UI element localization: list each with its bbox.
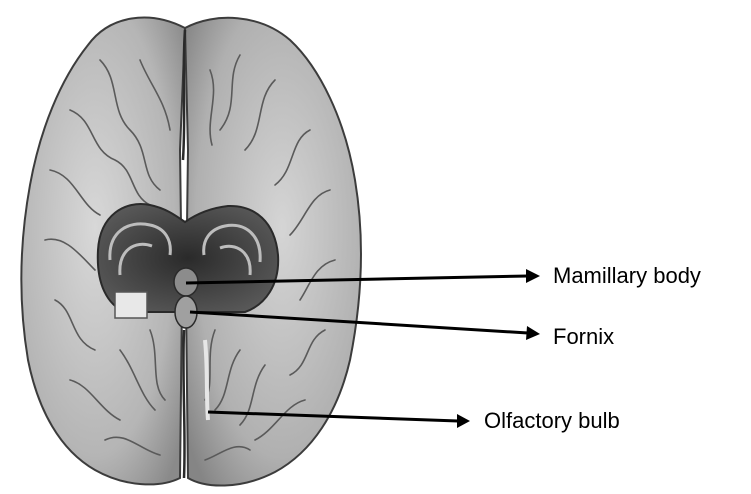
arrow-olfactory-head [457,414,470,428]
arrow-mamillary-head [526,269,540,283]
cut-section [115,292,147,318]
label-fornix: Fornix [553,326,614,348]
label-mamillary-body: Mamillary body [553,265,701,287]
arrow-fornix-head [526,326,540,340]
olfactory-tract [205,340,208,420]
label-olfactory-bulb: Olfactory bulb [484,410,620,432]
